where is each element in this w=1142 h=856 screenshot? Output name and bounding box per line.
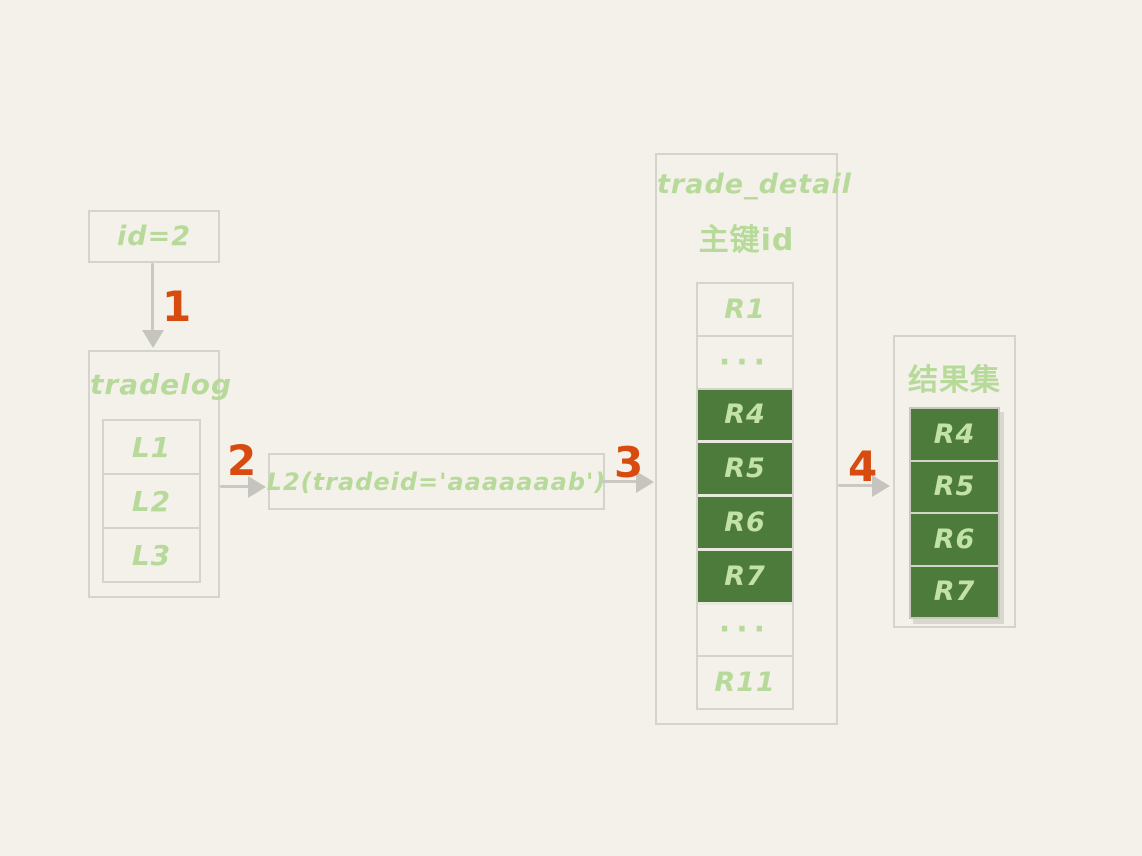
result-row: R6 [911,514,998,567]
result-set-box: 结果集 R4 R5 R6 R7 [893,335,1016,628]
step-4-label: 4 [848,442,878,491]
arrow-right-icon [248,476,266,498]
tradelog-table-box: tradelog L1 L2 L3 [88,350,232,598]
table-row-highlighted: R5 [698,443,792,497]
result-set-title: 结果集 [908,363,1001,398]
tradelog-row: L2 [104,475,199,529]
arrow-right-icon [636,471,654,493]
arrow-right-icon [872,475,890,497]
result-row: R5 [911,461,998,514]
id-value-box: id=2 [88,210,220,263]
step-3-label: 3 [614,438,644,487]
trade-detail-title: trade_detail [657,169,852,200]
arrow-down-icon [142,330,164,348]
index-condition-box: L2(tradeid='aaaaaaab') [266,453,607,510]
tradelog-title: tradelog [90,368,232,401]
arrow-4-line [838,484,874,487]
table-row: R1 [698,284,792,337]
table-row-ellipsis: ··· [698,605,792,658]
table-row-ellipsis: ··· [698,337,792,390]
arrow-1-line [151,263,154,331]
tradelog-row: L1 [104,421,199,475]
table-row-highlighted: R4 [698,389,792,444]
result-row: R4 [911,409,998,462]
trade-detail-box: trade_detail 主键id R1 ··· R4 R5 R6 R7 ···… [655,153,852,725]
id-value-label: id=2 [117,221,191,252]
table-row: R11 [714,667,776,699]
table-row-highlighted: R7 [698,550,792,605]
result-row: R7 [911,566,998,617]
trade-detail-rows-table: R1 ··· R4 R5 R6 R7 ··· R11 [696,282,794,710]
table-row-highlighted: R6 [698,497,792,551]
step-2-label: 2 [227,436,257,485]
index-condition-label: L2(tradeid='aaaaaaab') [266,467,607,496]
tradelog-row: L3 [131,538,172,572]
arrow-3-line [602,480,638,483]
step-1-label: 1 [162,282,192,331]
tradelog-rows-table: L1 L2 L3 [102,419,201,583]
trade-detail-subtitle: 主键id [698,223,795,258]
arrow-2-line [220,485,250,488]
result-set-rows-table: R4 R5 R6 R7 [909,407,1000,619]
